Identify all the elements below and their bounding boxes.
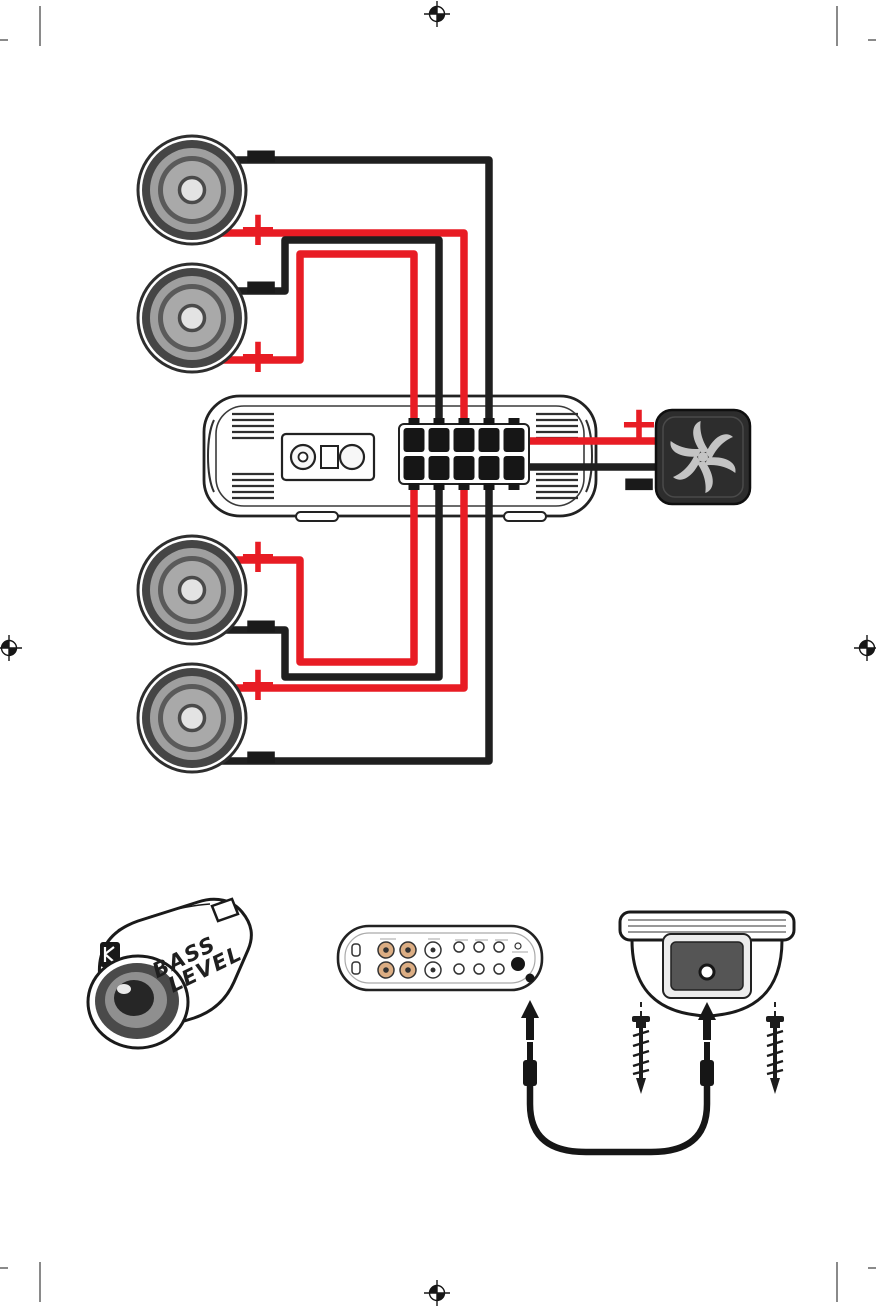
terminal-bottom-2 [428, 456, 450, 480]
crossover-switch [320, 445, 339, 469]
speaker2-plus-label: + [237, 328, 279, 384]
terminal-top-1 [403, 428, 425, 452]
panel-print [380, 938, 528, 953]
remote-mount-illustration [618, 910, 796, 1046]
crop-marks [0, 6, 876, 1302]
speaker4-plus-label: + [237, 656, 279, 712]
terminal-bottom-3 [453, 456, 475, 480]
grille-lines [628, 919, 786, 933]
gain-knob-right [338, 443, 366, 471]
amp-foot-left [295, 511, 339, 522]
panel-control [473, 941, 485, 953]
bass-knob [86, 954, 190, 1050]
plug-body-left [523, 1060, 537, 1086]
mounting-ear [210, 897, 240, 923]
jack-hole [698, 963, 716, 981]
power-led [514, 942, 522, 950]
amp-rear-panel-illustration [336, 924, 544, 992]
plug-tip-left [527, 1042, 533, 1062]
speaker-2 [136, 262, 248, 374]
wire-speaker1-negative [192, 156, 493, 446]
wire-speaker4-negative [192, 462, 493, 765]
panel-control [493, 963, 505, 975]
speaker1-minus-label: − [242, 96, 280, 214]
amp-right-end-detail [585, 419, 593, 493]
registration-mark-left [0, 635, 22, 661]
remote-cable [526, 1080, 711, 1156]
wire-speaker1-positive [192, 229, 468, 446]
bass-remote-illustration [86, 897, 253, 1050]
speaker-4 [136, 662, 248, 774]
terminal-top-4 [478, 428, 500, 452]
wire-speaker3-positive [192, 462, 418, 666]
terminal-top-3 [453, 428, 475, 452]
heatsink-fins-left [232, 412, 274, 500]
amp-control-panel [280, 432, 376, 482]
plug-tip-right [704, 1042, 710, 1062]
wire-slot-bottom [351, 961, 361, 975]
bass-remote-square [654, 408, 752, 506]
panel-control [473, 963, 485, 975]
panel-control [453, 941, 465, 953]
speaker3-plus-label: + [237, 528, 279, 584]
panel-control [493, 941, 505, 953]
wire-speaker3-negative [192, 462, 443, 681]
registration-mark-right [854, 635, 876, 661]
terminal-bottom-4 [478, 456, 500, 480]
mounting-screw-right [766, 1016, 784, 1094]
speaker-3 [136, 534, 248, 646]
speaker-wires [192, 156, 668, 765]
registration-mark-bottom [424, 1280, 450, 1306]
terminal-top-5 [503, 428, 525, 452]
up-arrow-right [698, 1002, 716, 1020]
terminal-top-2 [428, 428, 450, 452]
kicker-swirl-logo [670, 421, 736, 493]
remote-plus-label: + [618, 396, 660, 452]
amp-left-end-detail [207, 419, 215, 493]
up-arrow-left [521, 1000, 539, 1018]
speaker2-minus-label: − [242, 227, 280, 345]
wire-speaker2-positive [192, 250, 418, 446]
remote-bass-knob [511, 957, 525, 971]
panel-control [453, 963, 465, 975]
terminal-bottom-1 [403, 456, 425, 480]
speaker3-minus-label: − [242, 566, 280, 684]
speaker-1 [136, 134, 248, 246]
remote-minus-label: − [620, 424, 658, 542]
wire-slot-top [351, 943, 361, 957]
amp-foot-right [503, 511, 547, 522]
speaker1-plus-label: + [237, 201, 279, 257]
mounting-screw-left [632, 1016, 650, 1094]
wire-speaker4-positive [192, 462, 468, 692]
remote-cable-assembly [521, 1000, 716, 1156]
registration-mark-top [424, 1, 450, 27]
heatsink-fins-right [536, 412, 578, 500]
speaker4-minus-label: − [242, 697, 280, 815]
plug-body-right [700, 1060, 714, 1086]
terminal-bottom-5 [503, 456, 525, 480]
amp-terminal-block [398, 418, 530, 490]
remote-jack-port [525, 973, 535, 983]
wire-speaker2-negative [192, 236, 443, 446]
